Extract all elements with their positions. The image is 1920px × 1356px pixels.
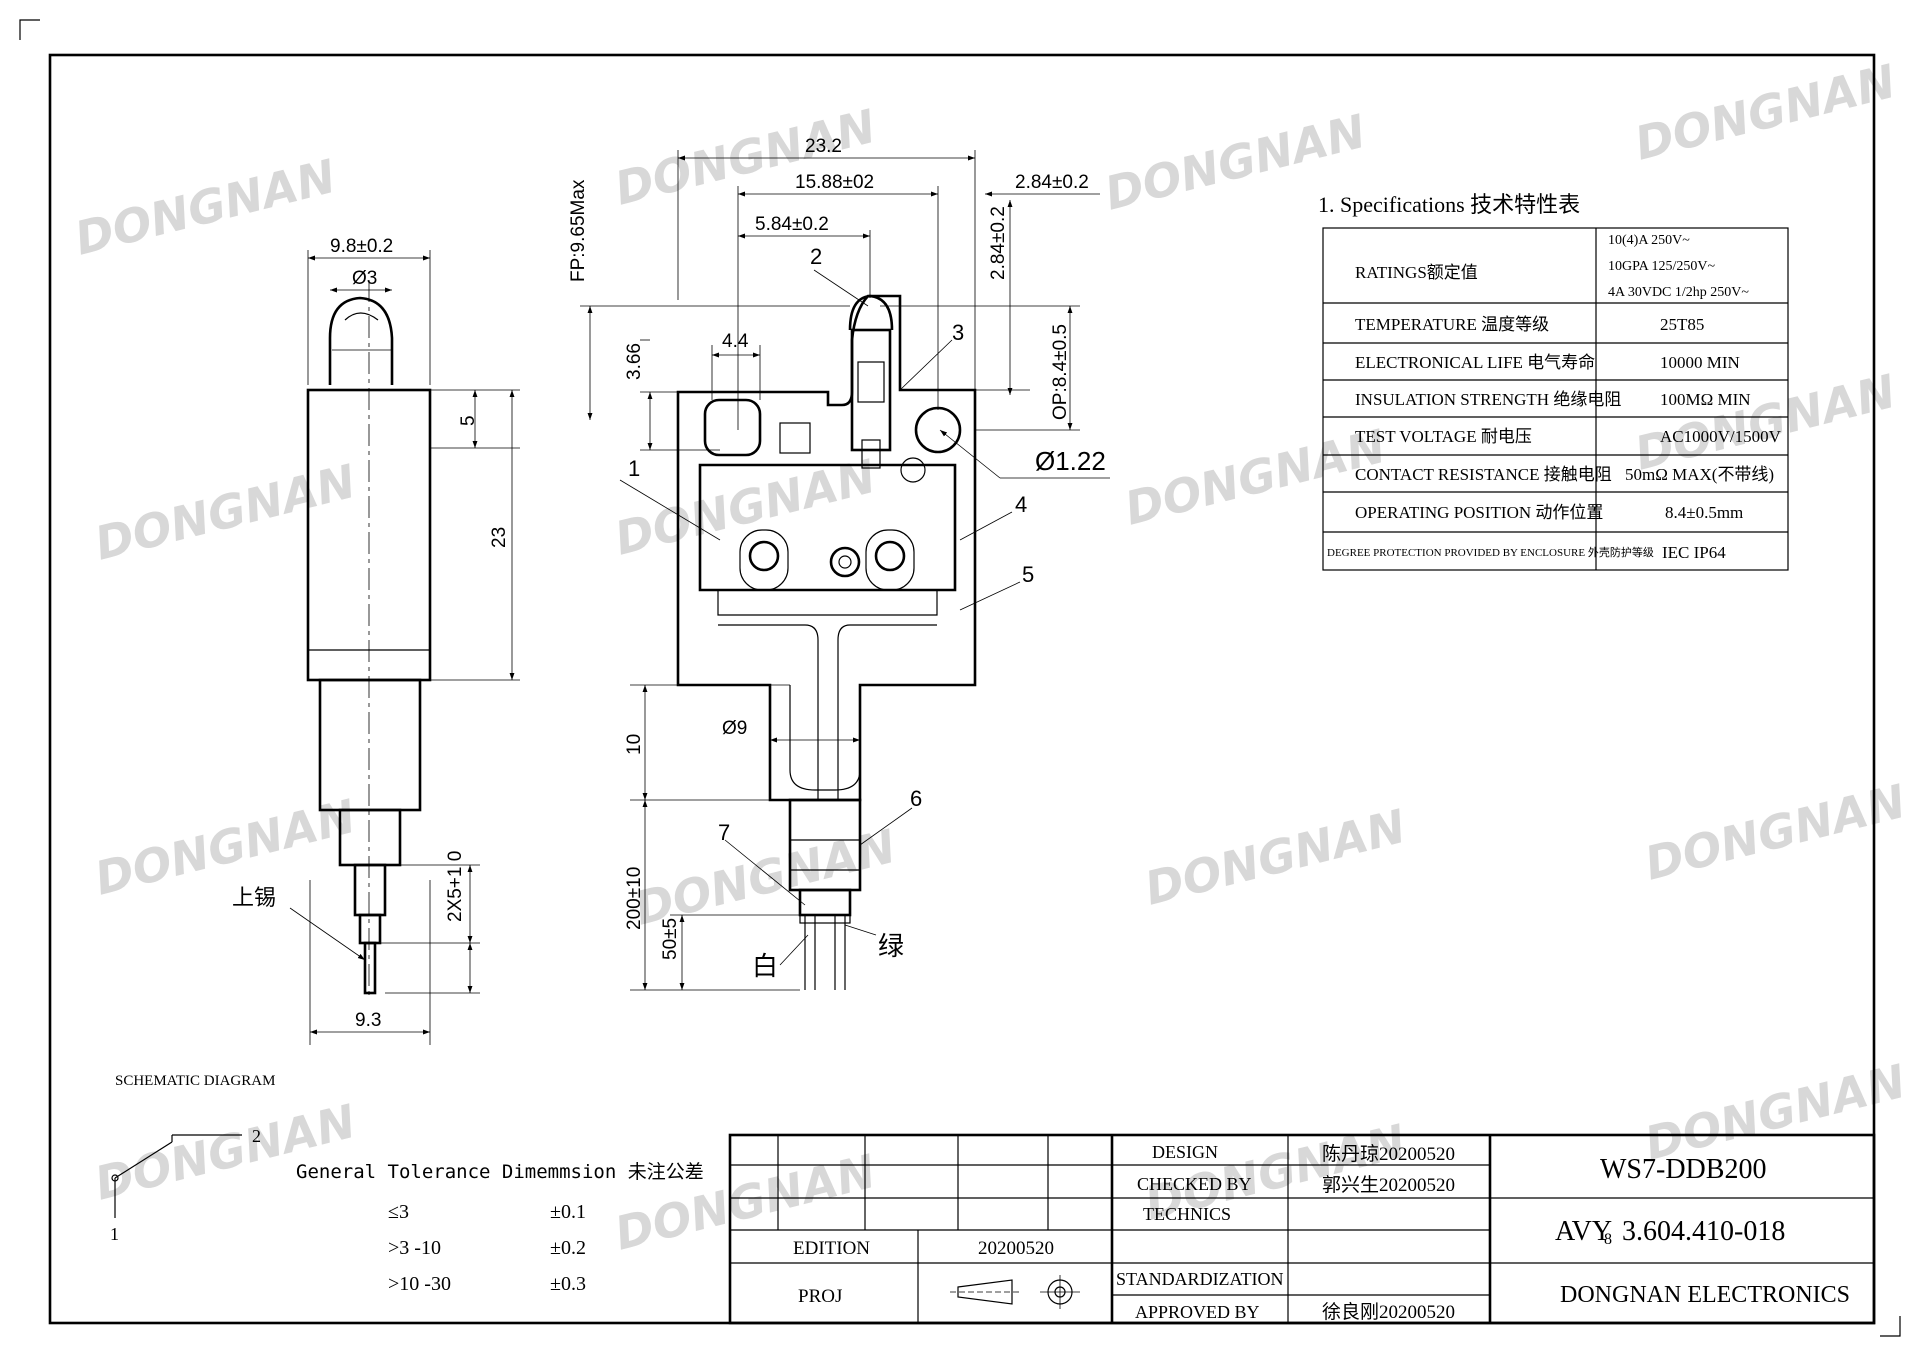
watermark-text: DONGNAN: [1640, 774, 1911, 891]
dim-50: 50±5: [660, 918, 681, 960]
dim-366: 3.66: [624, 343, 645, 380]
checked-label: CHECKED BY: [1137, 1174, 1252, 1194]
schematic-pin1: 1: [110, 1224, 119, 1244]
side-view: 9.8±0.2 Ø3 5 23 2X5+1 0 9.3 上锡: [232, 236, 520, 1045]
callout-2: 2: [810, 244, 822, 269]
dim-44: 4.4: [722, 331, 749, 352]
wire-white-label: 白: [752, 951, 778, 981]
schematic-diagram: SCHEMATIC DIAGRAM 2 1: [110, 1073, 275, 1244]
edition-value: 20200520: [978, 1238, 1054, 1259]
dim-fp: FP:9.65Max: [568, 179, 589, 282]
dim-base: 9.3: [355, 1010, 381, 1031]
tolerance-value-2: ±0.2: [550, 1237, 586, 1259]
tolerance-value-1: ±0.1: [550, 1201, 586, 1223]
spec-value-contact: 50mΩ MAX(不带线): [1625, 465, 1774, 484]
tolerance-value-3: ±0.3: [550, 1273, 586, 1295]
spec-value-ip: IEC IP64: [1662, 543, 1726, 562]
projection-symbol-icon: [950, 1275, 1080, 1309]
dim-1588: 15.88±02: [795, 172, 874, 193]
spec-label-voltage: TEST VOLTAGE 耐电压: [1355, 427, 1532, 446]
spec-value-position: 8.4±0.5mm: [1665, 503, 1743, 522]
dim-23: 23: [489, 527, 510, 548]
callout-6: 6: [910, 786, 922, 811]
spec-value-insulation: 100MΩ MIN: [1660, 390, 1751, 409]
callout-5: 5: [1022, 562, 1034, 587]
tolerance-range-3: >10 -30: [388, 1273, 451, 1295]
dim-plunger: Ø3: [352, 268, 377, 289]
dim-9: Ø9: [722, 718, 747, 739]
title-block: EDITION 20200520 PROJ DESIGN 陈丹琼20200520…: [728, 1133, 1876, 1325]
technics-label: TECHNICS: [1143, 1204, 1231, 1224]
watermark-text: DONGNAN: [1140, 799, 1411, 916]
approved-value: 徐良刚20200520: [1322, 1301, 1455, 1323]
edition-label: EDITION: [793, 1238, 870, 1259]
watermark-text: DONGNAN: [610, 99, 881, 216]
callout-7: 7: [718, 820, 730, 845]
spec-label-insulation: INSULATION STRENGTH 绝缘电阻: [1355, 390, 1621, 409]
dim-width: 9.8±0.2: [330, 236, 393, 257]
dim-hole: Ø1.22: [1035, 446, 1106, 476]
dim-terminal: 2X5+1 0: [445, 851, 466, 922]
spec-label-ip: DEGREE PROTECTION PROVIDED BY ENCLOSURE …: [1327, 545, 1654, 559]
company-name: DONGNAN ELECTRONICS: [1560, 1282, 1850, 1308]
dim-10: 10: [624, 734, 645, 755]
spec-value-life: 10000 MIN: [1660, 353, 1740, 372]
design-value: 陈丹琼20200520: [1322, 1143, 1455, 1165]
spec-label-ratings: RATINGS额定值: [1355, 263, 1478, 282]
watermark-text: DONGNAN: [1630, 364, 1901, 481]
standardization-label: STANDARDIZATION: [1116, 1269, 1284, 1289]
spec-label-temperature: TEMPERATURE 温度等级: [1355, 315, 1549, 334]
tolerance-range-1: ≤3: [388, 1201, 409, 1223]
watermark-text: DONGNAN: [70, 149, 341, 266]
spec-value-ratings-1: 10(4)A 250V~: [1608, 233, 1690, 248]
dim-5: 5: [458, 415, 479, 426]
model-number: WS7-DDB200: [1600, 1154, 1766, 1185]
spec-label-contact: CONTACT RESISTANCE 接触电阻: [1355, 465, 1612, 484]
callout-4: 4: [1015, 492, 1027, 517]
tolerance-title: General Tolerance Dimemmsion 未注公差: [296, 1161, 704, 1183]
spec-value-voltage: AC1000V/1500V: [1660, 427, 1782, 446]
spec-title: 1. Specifications 技术特性表: [1318, 192, 1580, 217]
drawing-number: 3.604.410-018: [1622, 1216, 1785, 1247]
dim-584: 5.84±0.2: [755, 214, 829, 235]
dim-284v: 2.84±0.2: [988, 206, 1009, 280]
spec-value-temperature: 25T85: [1660, 315, 1704, 334]
callout-1: 1: [628, 456, 640, 481]
spec-table: 1. Specifications 技术特性表 RATINGS额定值 10(4)…: [1318, 192, 1789, 571]
proj-label: PROJ: [798, 1286, 842, 1307]
approved-label: APPROVED BY: [1135, 1302, 1260, 1322]
drawing-number-prefix: AVY: [1555, 1216, 1612, 1247]
dim-284h: 2.84±0.2: [1015, 172, 1089, 193]
callout-3: 3: [952, 320, 964, 345]
watermark-text: DONGNAN: [90, 1094, 361, 1211]
checked-value: 郭兴生20200520: [1322, 1174, 1455, 1196]
watermark-text: DONGNAN: [1630, 54, 1901, 171]
schematic-pin2: 2: [252, 1126, 261, 1146]
spec-label-position: OPERATING POSITION 动作位置: [1355, 503, 1603, 522]
front-view: 23.2 15.88±02 2.84±0.2 5.84±0.2 FP:9.65M…: [568, 136, 1110, 991]
spec-value-ratings-2: 10GPA 125/250V~: [1608, 259, 1715, 274]
spec-value-ratings-3: 4A 30VDC 1/2hp 250V~: [1608, 285, 1749, 300]
spec-label-life: ELECTRONICAL LIFE 电气寿命: [1355, 353, 1595, 372]
dim-op: OP:8.4±0.5: [1050, 324, 1071, 420]
watermark-text: DONGNAN: [90, 454, 361, 571]
wire-green-label: 绿: [878, 931, 904, 961]
solder-label: 上锡: [232, 885, 276, 910]
dim-232: 23.2: [805, 136, 842, 157]
drawing-number-sub: 8: [1604, 1231, 1612, 1248]
schematic-title: SCHEMATIC DIAGRAM: [115, 1073, 275, 1089]
dim-200: 200±10: [624, 867, 645, 930]
tolerance-range-2: >3 -10: [388, 1237, 441, 1259]
design-label: DESIGN: [1152, 1142, 1218, 1162]
tolerance-table: General Tolerance Dimemmsion 未注公差 ≤3 ±0.…: [296, 1161, 704, 1295]
watermark-text: DONGNAN: [1120, 419, 1391, 536]
